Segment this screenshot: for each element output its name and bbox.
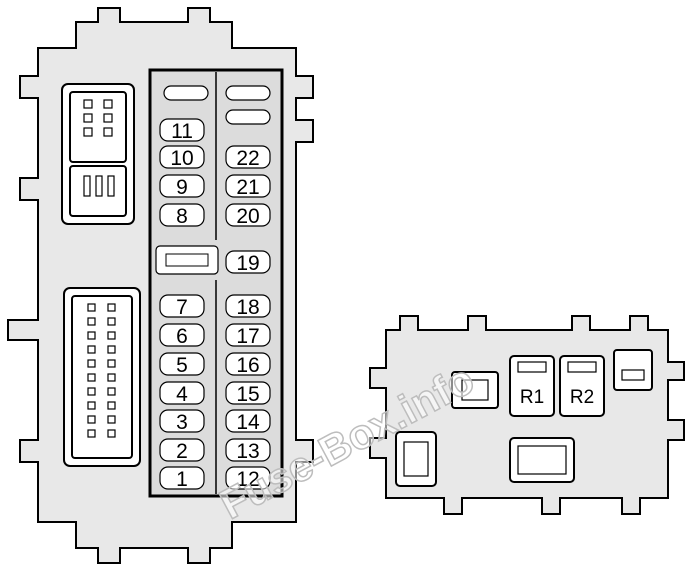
- fuse-19: 19: [225, 250, 271, 275]
- fuse-label: 8: [176, 205, 188, 228]
- fuse-label: 19: [236, 252, 259, 275]
- right-relay-panel: R1 R2: [369, 315, 685, 515]
- fuse-7: 7: [159, 294, 205, 319]
- fuse-label: 10: [170, 147, 193, 170]
- relay-label: R2: [570, 387, 594, 408]
- fuse-label: 7: [176, 296, 188, 319]
- fuse-label: 3: [176, 411, 188, 434]
- fuse-14: 14: [225, 409, 271, 434]
- fuse-5: 5: [159, 352, 205, 377]
- fuse-label: 20: [236, 205, 259, 228]
- fuse-6: 6: [159, 323, 205, 348]
- fuse-label: 5: [176, 354, 188, 377]
- right-fuse-column: 22 21 20 19 18 17 16 15 14 13 12: [225, 145, 271, 491]
- fuse-2: 2: [159, 438, 205, 463]
- fuse-4: 4: [159, 381, 205, 406]
- fuse-1: 1: [159, 466, 205, 491]
- fuse-12: 12: [225, 466, 271, 491]
- spare-fuse: [225, 85, 271, 101]
- fuse-label: 21: [236, 176, 259, 199]
- fuse-10: 10: [159, 145, 205, 170]
- fuse-8: 8: [159, 203, 205, 228]
- fuse-label: 22: [236, 147, 259, 170]
- fuse-label: 13: [236, 440, 259, 463]
- fuse-label: 6: [176, 325, 188, 348]
- fuse-17: 17: [225, 323, 271, 348]
- upper-connector: [61, 83, 135, 225]
- fuse-16: 16: [225, 352, 271, 377]
- fuse-label: 16: [236, 354, 259, 377]
- fuse-label: 18: [236, 296, 259, 319]
- fuse-label: 17: [236, 325, 259, 348]
- fuse-label: 14: [236, 411, 260, 434]
- fuse-label: 1: [176, 468, 188, 491]
- fuse-label: 11: [171, 120, 193, 143]
- relay-r1: R1: [509, 355, 555, 417]
- fuse-20: 20: [225, 203, 271, 228]
- left-fuse-column: 11 10 9 8 7 6 5 4 3 2 1: [159, 118, 205, 491]
- fuse-3: 3: [159, 409, 205, 434]
- fuse-9: 9: [159, 174, 205, 199]
- spare-fuse: [225, 109, 271, 125]
- fuse-21: 21: [225, 174, 271, 199]
- fuse-13: 13: [225, 438, 271, 463]
- relay-label: R1: [520, 387, 544, 408]
- fuse-18: 18: [225, 294, 271, 319]
- fuse-15: 15: [225, 381, 271, 406]
- fuse-label: 9: [176, 176, 188, 199]
- fuse-label: 15: [236, 383, 259, 406]
- fuse-label: 2: [176, 440, 188, 463]
- fuse-22: 22: [225, 145, 271, 170]
- relay-r2: R2: [559, 355, 605, 417]
- fuse-label: 4: [176, 383, 188, 406]
- lower-connector: [63, 287, 141, 467]
- spare-fuse: [163, 85, 209, 101]
- fuse-label: 12: [236, 468, 259, 491]
- fuse-11: 11: [159, 118, 205, 143]
